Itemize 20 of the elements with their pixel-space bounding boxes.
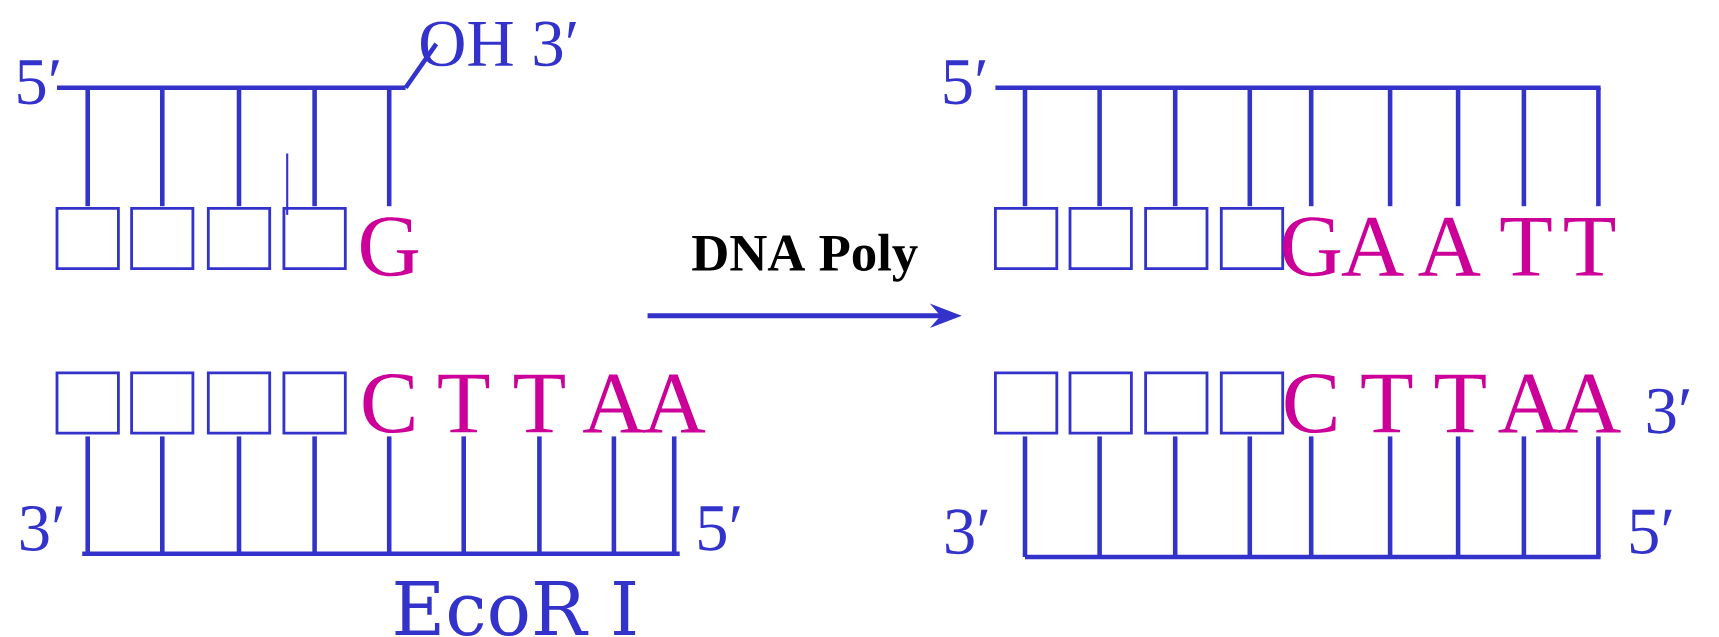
base-letter: T (1361, 374, 1413, 433)
base-letter: G (361, 217, 419, 277)
base-letter: C (363, 374, 414, 434)
strand-end-label: 5′ (18, 60, 60, 105)
edge-label: DNA Poly (692, 233, 918, 282)
base-letter: A (1418, 217, 1481, 276)
base-letter: T (514, 374, 565, 433)
base-letter: A (1498, 374, 1561, 433)
base-letter: T (438, 374, 490, 433)
base-letter: T (1564, 217, 1615, 276)
base-letter: T (1435, 374, 1486, 433)
base-letter: A (643, 374, 706, 433)
strand-end-label: 5′ (944, 60, 986, 105)
base-letter: T (1500, 217, 1552, 276)
base-letter: C (1285, 374, 1336, 434)
strand-end-label: OH 3′ (421, 21, 577, 67)
base-letter: A (583, 374, 645, 433)
strand-end-label: 3′ (20, 506, 63, 551)
base-letter: A (1341, 217, 1404, 276)
base-letter: A (1558, 374, 1621, 433)
